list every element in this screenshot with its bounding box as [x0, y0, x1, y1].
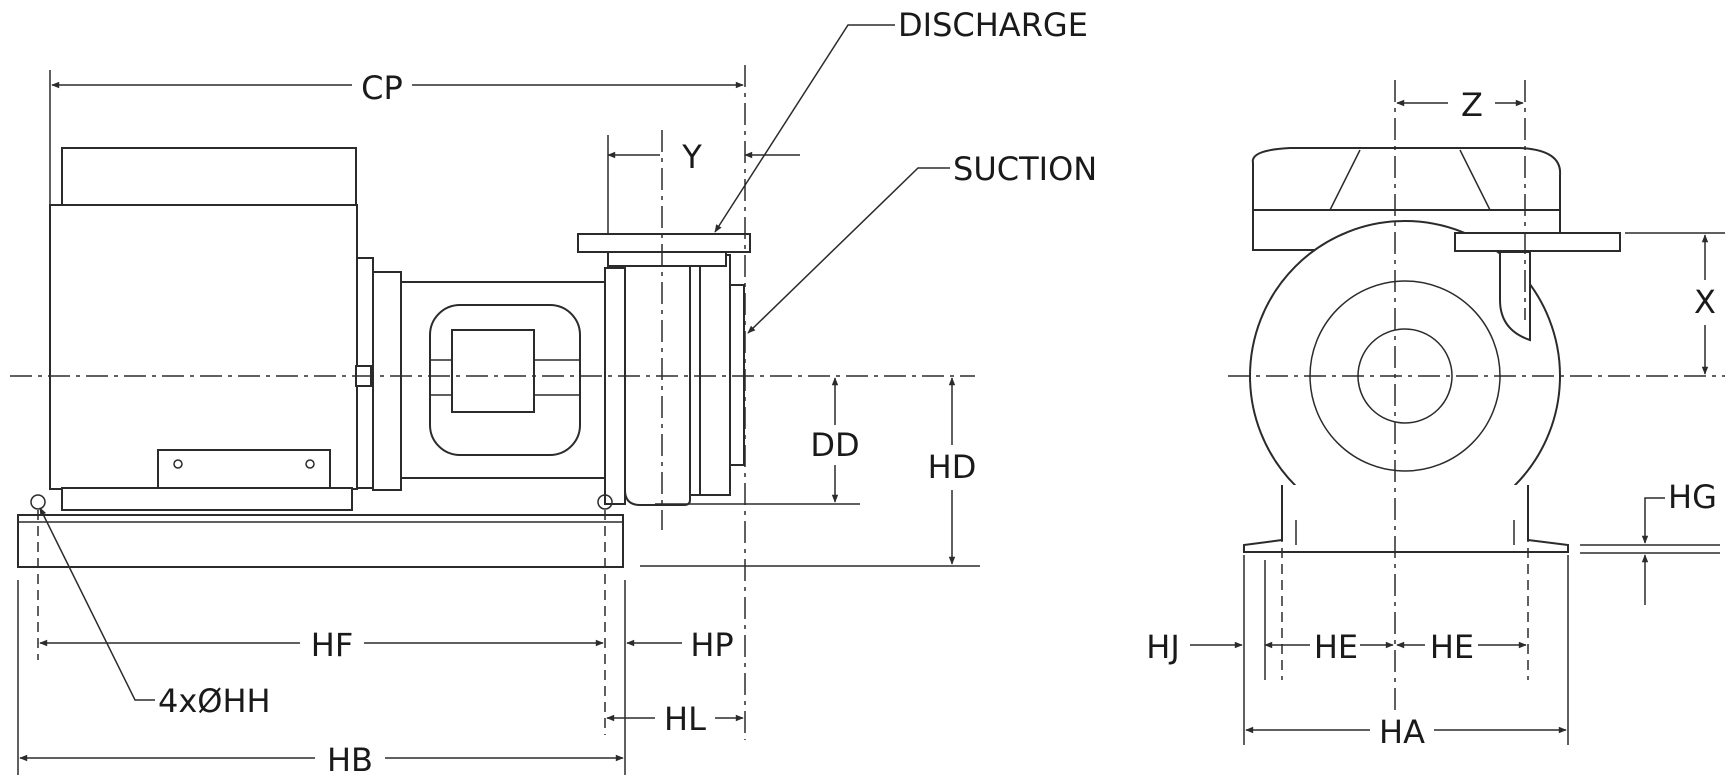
pump-feet: [1243, 485, 1569, 553]
mounting-hole-right: [597, 494, 613, 510]
he-left-label: HE: [1314, 628, 1358, 666]
end-motor-cover: [1251, 147, 1562, 251]
z-label: Z: [1461, 86, 1483, 124]
hd-label: HD: [928, 448, 977, 486]
suction-label: SUCTION: [953, 150, 1097, 188]
holes-label: 4xØHH: [158, 682, 271, 720]
discharge-nozzle: [1499, 251, 1531, 342]
pump-casing: [577, 233, 751, 506]
casing-wall: [689, 254, 701, 496]
casing-body: [624, 257, 691, 506]
hb-label: HB: [327, 741, 373, 777]
cp-label: CP: [361, 69, 403, 107]
he-right-label: HE: [1430, 628, 1474, 666]
hf-label: HF: [311, 626, 353, 664]
motor-mount: [61, 487, 353, 511]
end-discharge-flange: [1454, 232, 1621, 252]
side-view: CP Y DISCHARGE SUCTION DD HD HF HP HL: [10, 6, 1097, 777]
hl-label: HL: [664, 700, 706, 738]
end-view: Z X HG HJ HE HE HA: [1146, 80, 1725, 751]
bearing-frame: [400, 267, 626, 505]
hg-dimension-top: [1641, 497, 1665, 544]
holes-leader: [39, 507, 155, 701]
cp-label-bg: [352, 66, 412, 104]
x-label: X: [1694, 283, 1716, 321]
motor-foot: [157, 449, 331, 488]
suction-leader: [747, 167, 950, 334]
y-label: Y: [681, 138, 702, 176]
discharge-flange: [577, 233, 751, 253]
base-plate: [17, 494, 624, 568]
discharge-leader: [714, 24, 895, 233]
base-plate-body: [17, 514, 624, 568]
hg-label: HG: [1668, 478, 1717, 516]
casing-front: [699, 254, 731, 496]
hp-label: HP: [690, 626, 733, 664]
ha-label-bg: [1370, 711, 1434, 749]
end-motor-ribs: [1329, 149, 1491, 211]
motor-foot-bolt-left: [173, 459, 183, 469]
hb-label-bg: [315, 738, 385, 776]
discharge-neck: [607, 251, 727, 267]
motor: [49, 147, 402, 511]
motor-endbell: [372, 271, 402, 491]
ha-label: HA: [1379, 713, 1425, 751]
mounting-hole-left: [30, 494, 46, 510]
hj-label: HJ: [1146, 628, 1180, 666]
dd-label: DD: [810, 426, 859, 464]
adapter-opening: [451, 329, 535, 413]
motor-body: [49, 204, 358, 490]
motor-top-cover: [61, 147, 357, 211]
hf-label-bg: [300, 624, 364, 662]
discharge-label: DISCHARGE: [898, 6, 1088, 44]
suction-flange: [729, 284, 745, 466]
motor-foot-bolt-right: [305, 459, 315, 469]
backplate: [604, 267, 626, 505]
